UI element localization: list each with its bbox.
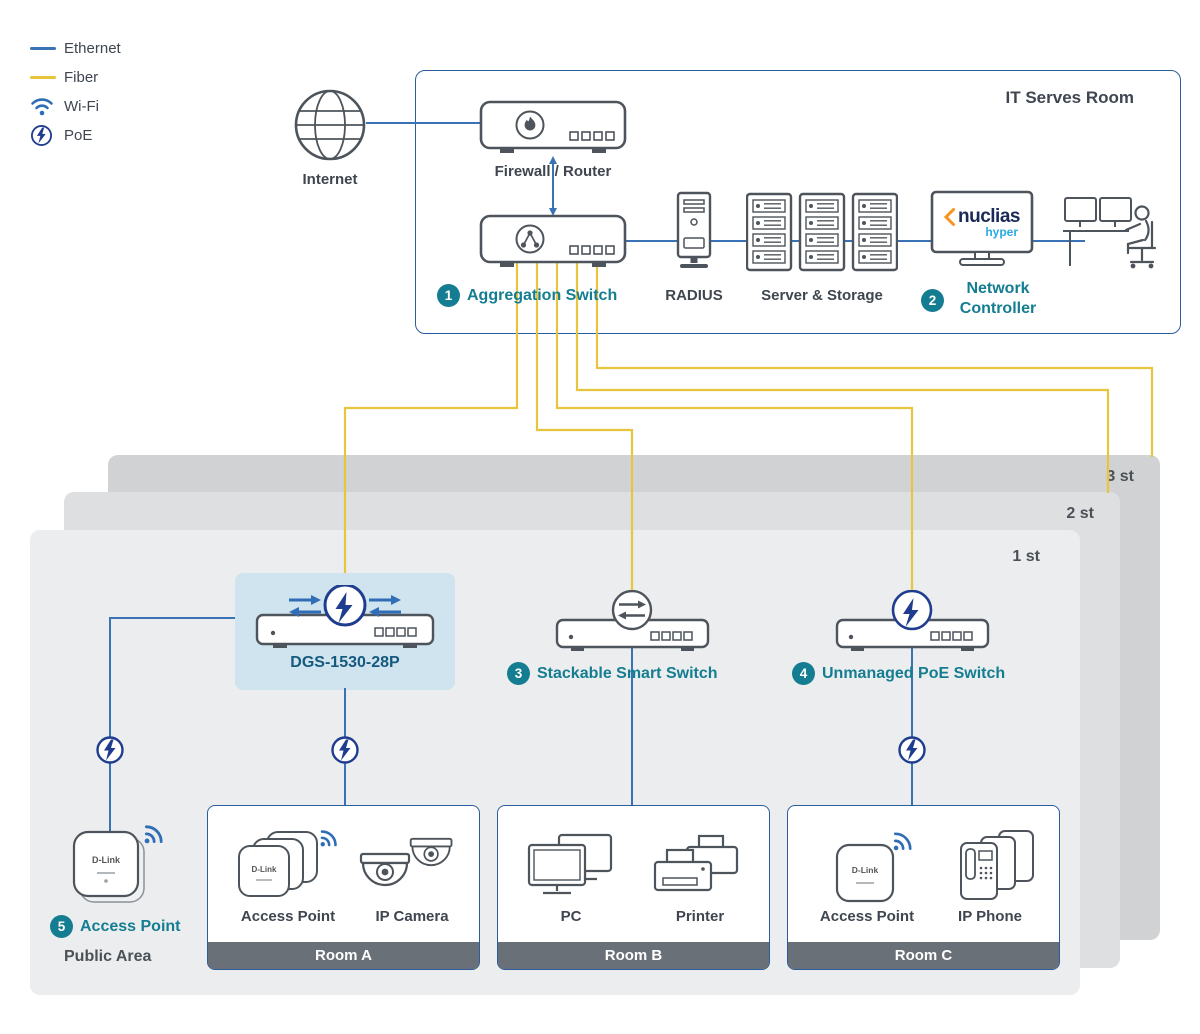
aggregation-switch-label: Aggregation Switch [467,287,618,304]
access-point-icon: D-Link [835,832,912,903]
room-c-bar: Room C [788,942,1059,969]
ap-brand-text: D-Link [252,865,277,874]
printer-icon [653,834,739,892]
firewall-router-icon [479,100,627,153]
public-access-point-label: Access Point [80,918,181,935]
public-area-label: Public Area [64,948,152,965]
ip-phone-icon [960,830,1034,900]
legend-label-fiber: Fiber [64,69,99,86]
legend-label-ethernet: Ethernet [64,40,121,57]
share-icon [520,230,540,248]
nuclias-chevron-icon [944,208,955,226]
room-a-access-point-label: Access Point [240,908,336,925]
internet-label: Internet [302,171,358,188]
nuclias-logo: nuclias hyper [938,206,1026,239]
poe-icon [96,736,124,764]
room-a-box: D-Link Access Point IP Camera [207,805,480,970]
poe-icon [898,736,926,764]
server-storage-icon [746,190,898,276]
legend-item-ethernet: Ethernet [30,34,121,63]
room-c-access-point-label: Access Point [819,908,915,925]
wifi-icon [320,830,337,847]
room-b-bar: Room B [498,942,769,969]
dgs-switch-icon [255,585,435,648]
firewall-label: Firewall / Router [494,163,612,180]
room-c-ip-phone-label: IP Phone [958,908,1022,925]
room-b-box: PC Printer Room B [497,805,770,970]
stackable-switch-icon [555,590,710,651]
ip-camera-icon [359,837,453,887]
ap-brand-text: D-Link [852,865,879,875]
stack-arrows-icon [618,600,646,620]
poe-icon [331,736,359,764]
nuclias-sub: hyper [985,225,1018,239]
room-a-ip-camera-label: IP Camera [375,908,449,925]
floor-3-label: 3 st [1106,468,1134,485]
legend-item-wifi: Wi-Fi [30,92,121,121]
server-storage-label: Server & Storage [761,287,883,304]
flame-icon [524,116,536,131]
access-point-icon: D-Link [72,825,163,903]
step-badge-1: 1 [437,284,460,307]
access-point-stack-icon: D-Link [238,830,337,897]
unmanaged-poe-switch-icon [835,590,990,651]
internet-globe-icon [294,89,366,161]
radius-server-icon [676,191,712,268]
radius-label: RADIUS [665,287,723,304]
step-badge-2: 2 [921,289,944,312]
poe-bolt-icon [335,592,353,623]
step-badge-3: 3 [507,662,530,685]
dgs-model-label: DGS-1530-28P [290,654,400,671]
nuclias-name: nuclias [958,206,1020,227]
legend-label-poe: PoE [64,127,93,144]
operator-desk-icon [1063,197,1157,269]
poe-icon [30,124,53,147]
floor-1-label: 1 st [1012,548,1040,565]
step-badge-5: 5 [50,915,73,938]
ap-brand-text: D-Link [92,855,121,865]
throughput-arrows-icon [289,595,401,617]
legend-item-fiber: Fiber [30,63,121,92]
network-controller-label: Network Controller [959,280,1037,317]
room-b-pc-label: PC [560,908,582,925]
room-b-printer-label: Printer [675,908,725,925]
legend: Ethernet Fiber Wi-Fi PoE [30,34,121,150]
ethernet-line-icon [30,47,56,50]
stackable-switch-label: Stackable Smart Switch [537,665,718,682]
it-room-title: IT Serves Room [1005,88,1135,107]
room-c-box: D-Link Access Point IP Phone [787,805,1060,970]
room-a-bar: Room A [208,942,479,969]
unmanaged-switch-label: Unmanaged PoE Switch [822,665,1006,682]
step-badge-4: 4 [792,662,815,685]
legend-label-wifi: Wi-Fi [64,98,99,115]
wifi-icon [893,832,912,851]
poe-bolt-icon [903,598,919,627]
fiber-line-icon [30,76,56,79]
pc-icon [527,833,613,895]
wifi-icon [31,97,53,115]
aggregation-switch-icon [479,214,627,267]
legend-item-poe: PoE [30,121,121,150]
floor-2-label: 2 st [1066,505,1094,522]
